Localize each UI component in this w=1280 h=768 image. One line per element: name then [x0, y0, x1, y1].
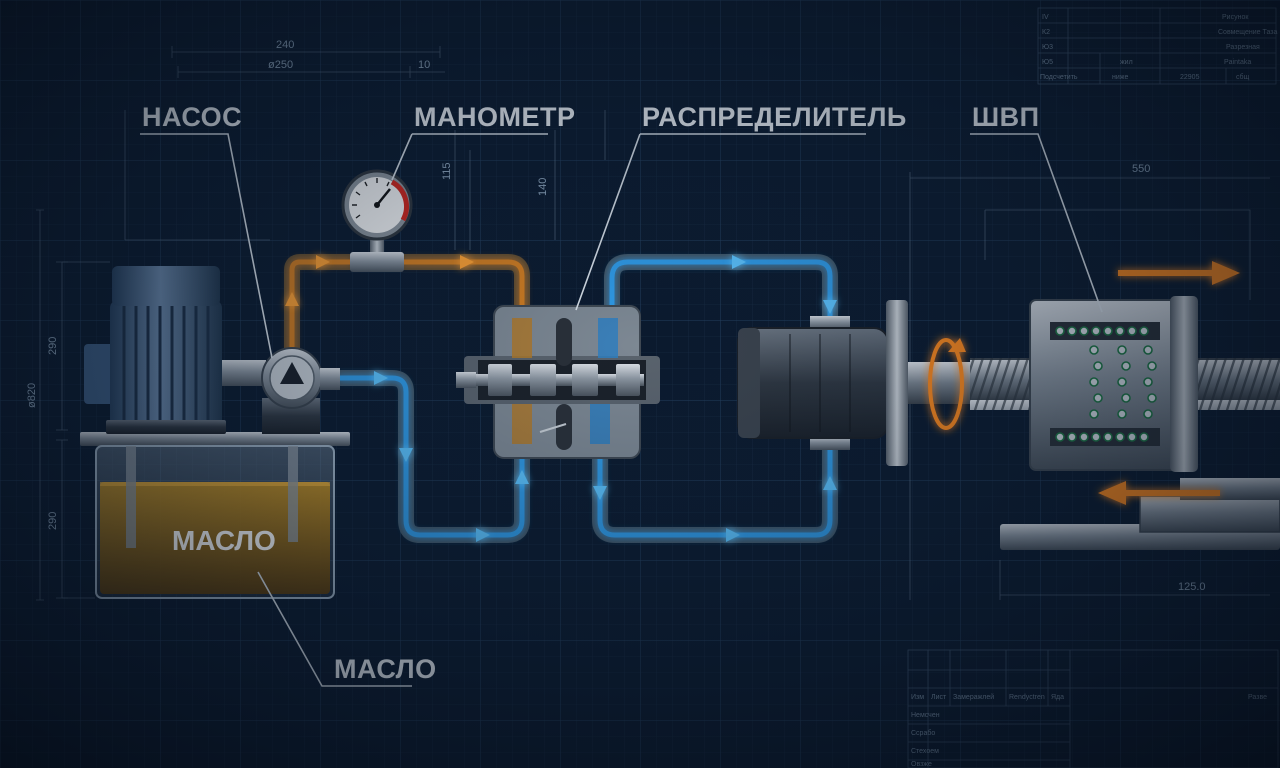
dimension-140: 140	[537, 178, 549, 196]
nut-flange	[1170, 296, 1198, 472]
tb-top-r5c4: сбщ	[1236, 73, 1250, 81]
tb-bottom-h1: Изм	[911, 694, 924, 701]
motor-top-cap	[112, 266, 220, 306]
pressure-gauge	[341, 169, 413, 272]
tb-bottom-r5: Овзже	[911, 761, 932, 768]
motor-housing	[737, 327, 889, 439]
motor-body	[110, 300, 222, 428]
label-pump: НАСОС	[142, 102, 242, 132]
label-oil: МАСЛО	[334, 654, 437, 684]
slide-carriage	[1139, 495, 1280, 533]
dimension-550: 550	[1132, 163, 1150, 175]
dimension-820: ø820	[26, 383, 38, 408]
dimension-10: 10	[418, 59, 430, 71]
tb-bottom-r1: Немсчен	[911, 712, 940, 719]
tb-bottom-h5: Яда	[1051, 694, 1064, 701]
tb-top-r3c4: Разрезная	[1226, 44, 1260, 51]
arrow-right-motion-bar	[1118, 270, 1214, 276]
tb-top-r4c2: жил	[1120, 59, 1133, 66]
tb-bottom-h2: Лист	[931, 694, 947, 701]
tb-top-r1c1: IV	[1042, 14, 1049, 21]
dimension-290-lower: 290	[47, 512, 59, 530]
motor-flange	[886, 300, 908, 466]
dimension-290-upper: 290	[47, 337, 59, 355]
tb-top-r5c1: Подсчетить	[1040, 74, 1078, 81]
label-gauge: МАНОМЕТР	[414, 102, 576, 132]
tank-label: МАСЛО	[172, 525, 276, 556]
tb-top-r1c4: Рисунок	[1222, 14, 1249, 21]
tb-top-r5c3: 22905	[1180, 74, 1200, 81]
motor-coupling	[222, 360, 266, 386]
tb-bottom-h3: Замеражлей	[953, 693, 994, 701]
dimension-240: 240	[276, 39, 294, 51]
tb-top-r5c2: ниже	[1112, 74, 1128, 81]
tank-lid	[80, 432, 350, 446]
tb-bottom-r2: Ссрабо	[911, 729, 935, 737]
dimension-115: 115	[441, 162, 453, 180]
dimension-250: ø250	[268, 59, 293, 71]
gauge-tee	[350, 252, 404, 272]
tb-bottom-side: Разве	[1248, 694, 1267, 701]
dimension-125: 125.0	[1178, 581, 1206, 593]
label-ballscrew: ШВП	[972, 102, 1040, 132]
tb-bottom-h4: Rendyctren	[1009, 694, 1045, 701]
drive-shaft	[908, 362, 974, 404]
tb-top-r4c4: Paintaka	[1224, 59, 1251, 66]
label-valve: РАСПРЕДЕЛИТЕЛЬ	[642, 102, 907, 132]
tb-top-r2c1: К2	[1042, 29, 1050, 36]
oil-tank: МАСЛО	[80, 432, 350, 599]
tb-top-r3c1: Ю3	[1042, 44, 1053, 51]
tb-top-r4c1: Ю5	[1042, 59, 1053, 66]
tb-top-r2c4: Совмещение Таза	[1218, 29, 1277, 36]
tb-bottom-r4: Стехоем	[911, 748, 939, 755]
